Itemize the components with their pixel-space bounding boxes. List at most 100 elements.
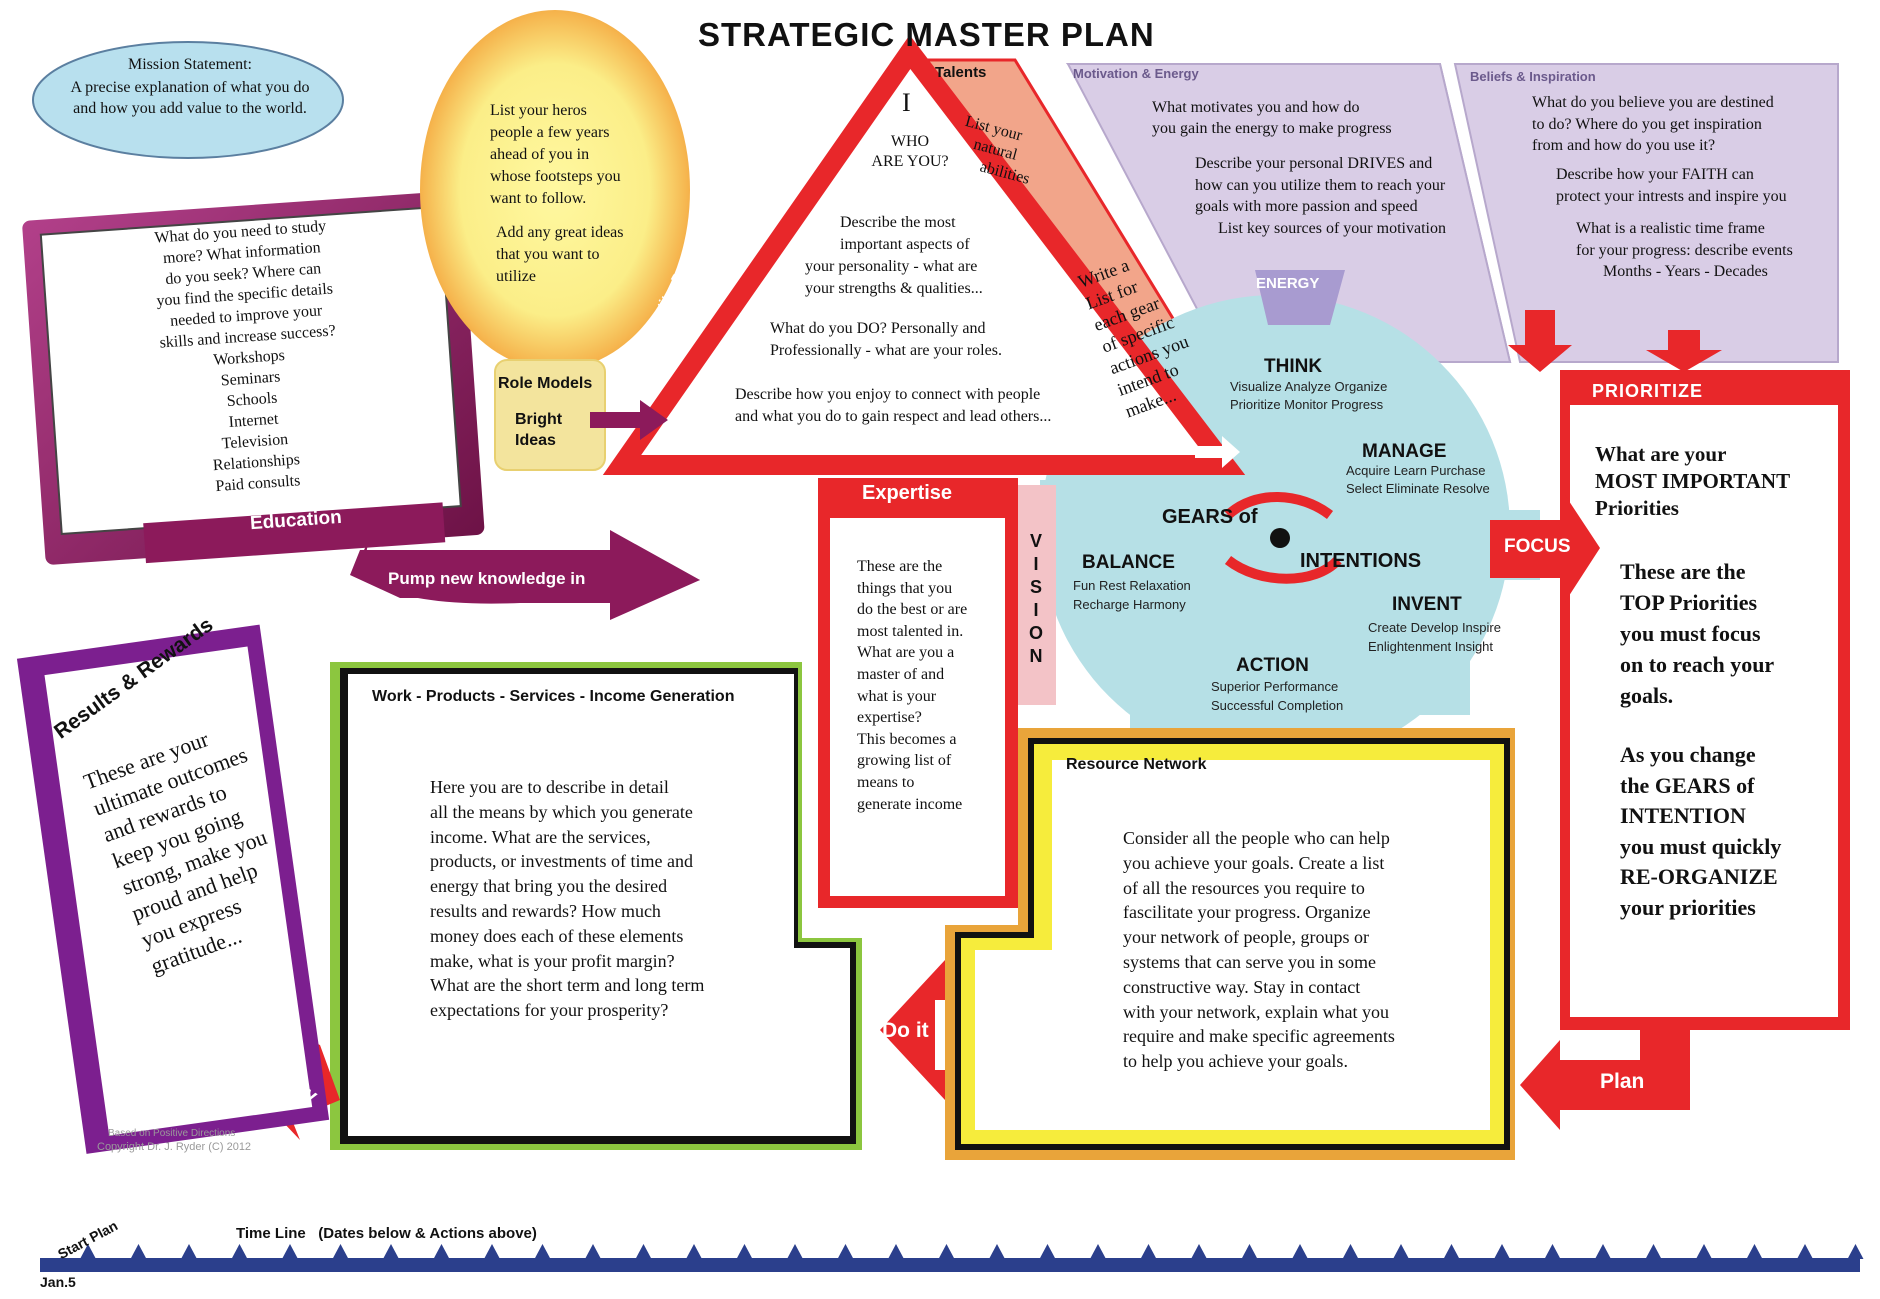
timeline-tick <box>1342 1244 1359 1259</box>
beliefs-line: Describe how your FAITH can <box>1556 166 1754 183</box>
timeline-tick <box>1847 1244 1864 1259</box>
prioritize-p2-line: you must quickly <box>1620 833 1782 859</box>
doit-label: Do it <box>882 1019 929 1042</box>
mission-heading: Mission Statement: <box>128 56 252 73</box>
beliefs-line: What is a realistic time frame <box>1576 220 1765 237</box>
timeline-tick <box>181 1244 197 1259</box>
vision-letter: N <box>1029 646 1043 666</box>
talents-heading: Talents <box>935 64 987 81</box>
vision-letter: I <box>1033 600 1039 620</box>
expertise-line: growing list of <box>857 752 952 770</box>
prioritize-p2: As you change the GEARS of INTENTION you… <box>1620 740 1781 923</box>
ideas-label: Ideas <box>515 432 556 449</box>
resource-line: with your network, explain what you <box>1123 1001 1389 1022</box>
gears-title-1: GEARS of <box>1162 506 1258 528</box>
identity-p3-line: Describe how you enjoy to connect with p… <box>735 386 1041 403</box>
ideas-line: that you want to <box>496 246 600 263</box>
think-text: Visualize Analyze Organize Prioritize Mo… <box>1230 378 1387 414</box>
bulb-shape <box>420 10 690 370</box>
prioritize-question: What are your MOST IMPORTANT Priorities <box>1595 441 1790 522</box>
expertise-line: means to <box>857 773 915 791</box>
work-line: all the means by which you generate <box>430 801 693 822</box>
resource-heading: Resource Network <box>1066 756 1207 773</box>
roman-numeral-i: I <box>902 88 911 117</box>
education-tablet <box>22 190 485 565</box>
identity-p1-line: important aspects of <box>840 236 970 253</box>
expertise-line: do the best or are <box>857 601 968 619</box>
beliefs-text: What do you believe you are destined to … <box>1532 92 1774 157</box>
work-line: expectations for your prosperity? <box>430 1000 669 1021</box>
timeline-tick <box>383 1244 399 1259</box>
prioritize-p2-line: INTENTION <box>1620 803 1746 828</box>
beliefs-heading: Beliefs & Inspiration <box>1470 69 1596 84</box>
resource-line: of all the resources you require to <box>1123 877 1365 898</box>
expertise-line: What are you a <box>857 644 955 662</box>
education-text: What do you need to study more? What inf… <box>60 209 438 506</box>
expertise-line: what is your <box>857 687 937 705</box>
timeline-tick <box>1746 1244 1763 1259</box>
balance-heading: BALANCE <box>1082 552 1175 573</box>
expertise-line: This becomes a <box>857 730 957 748</box>
prioritize-p2-line: the GEARS of <box>1620 772 1755 798</box>
identity-p3: Describe how you enjoy to connect with p… <box>735 384 1051 428</box>
prioritize-p2-line: RE-ORGANIZE <box>1620 864 1778 889</box>
vision-letter: I <box>1033 554 1039 574</box>
timeline-tick <box>332 1244 349 1259</box>
timeline-tick <box>130 1244 147 1259</box>
timeline-tick <box>534 1244 551 1259</box>
beliefs-line: protect your intrests and inspire you <box>1556 187 1787 205</box>
beliefs-line: What do you believe you are destined <box>1532 94 1774 111</box>
timeline-tick <box>989 1244 1005 1259</box>
mission-statement: Mission Statement: A precise explanation… <box>50 54 330 119</box>
invent-line: Create Develop Inspire <box>1368 620 1501 635</box>
action-text: Superior Performance Successful Completi… <box>1211 677 1343 715</box>
prioritize-q-line: Priorities <box>1595 496 1679 520</box>
prioritize-p2-line: your priorities <box>1620 894 1756 920</box>
timeline-tick <box>736 1244 753 1259</box>
identity-p1-line: Describe the most <box>840 214 956 231</box>
bright-label: Bright <box>515 411 563 428</box>
manage-heading: MANAGE <box>1362 441 1447 462</box>
focus-label: FOCUS <box>1504 536 1571 557</box>
plan-label: Plan <box>1600 1070 1645 1093</box>
prioritize-p1-line: you must focus <box>1620 621 1761 646</box>
energy-label: ENERGY <box>1256 275 1320 292</box>
prioritize-p1-line: on to reach your <box>1620 652 1775 677</box>
pump-knowledge-label: Pump new knowledge in <box>388 569 586 588</box>
beliefs-line: Months - Years - Decades <box>1603 263 1768 280</box>
resource-line: you achieve your goals. Create a list <box>1123 852 1385 873</box>
identity-p2-line: Professionally - what are your roles. <box>770 342 1002 359</box>
vision-label: V I S I O N <box>1024 530 1048 668</box>
timeline-tick <box>1292 1244 1308 1259</box>
vision-letter: S <box>1029 577 1042 597</box>
prioritize-p1-line: TOP Priorities <box>1620 590 1758 615</box>
beliefs-line: from and how do you use it? <box>1532 137 1716 154</box>
resource-text: Consider all the people who can help you… <box>1123 826 1395 1074</box>
timeline-tick <box>433 1244 450 1259</box>
manage-line: Acquire Learn Purchase <box>1346 463 1486 478</box>
work-line: energy that bring you the desired <box>430 876 668 897</box>
think-line: Prioritize Monitor Progress <box>1230 397 1384 412</box>
beliefs-text2: Describe how your FAITH can protect your… <box>1556 164 1787 207</box>
prioritize-p1-line: These are the <box>1620 559 1746 584</box>
timeline-bar <box>40 1258 1860 1272</box>
identity-p2: What do you DO? Personally and Professio… <box>770 318 1002 362</box>
beliefs-line: to do? Where do you get inspiration <box>1532 115 1762 133</box>
role-models-line: List your heros <box>490 102 587 119</box>
timeline-tick <box>938 1244 955 1259</box>
who-are-you: WHO ARE YOU? <box>850 132 970 172</box>
page-title: STRATEGIC MASTER PLAN <box>698 16 1155 53</box>
resource-line: constructive way. Stay in contact <box>1123 976 1361 997</box>
resource-line: fascilitate your progress. Organize <box>1123 902 1371 923</box>
resource-line: your network of people, groups or <box>1123 927 1369 948</box>
focus-arrow-shape <box>1490 495 1600 602</box>
mission-ellipse <box>32 41 344 159</box>
motivation-line: List key sources of your motivation <box>1218 219 1446 237</box>
mission-text-1: A precise explanation of what you do <box>70 79 310 96</box>
identity-p3-line: and what you do to gain respect and lead… <box>735 408 1052 425</box>
work-text: Here you are to describe in detail all t… <box>430 775 704 1023</box>
balance-line: Fun Rest Relaxation <box>1073 578 1191 593</box>
identity-p2-line: What do you DO? Personally and <box>770 320 986 337</box>
vision-strip <box>1018 485 1056 705</box>
identity-p1-line: your strengths & qualities... <box>805 280 983 297</box>
